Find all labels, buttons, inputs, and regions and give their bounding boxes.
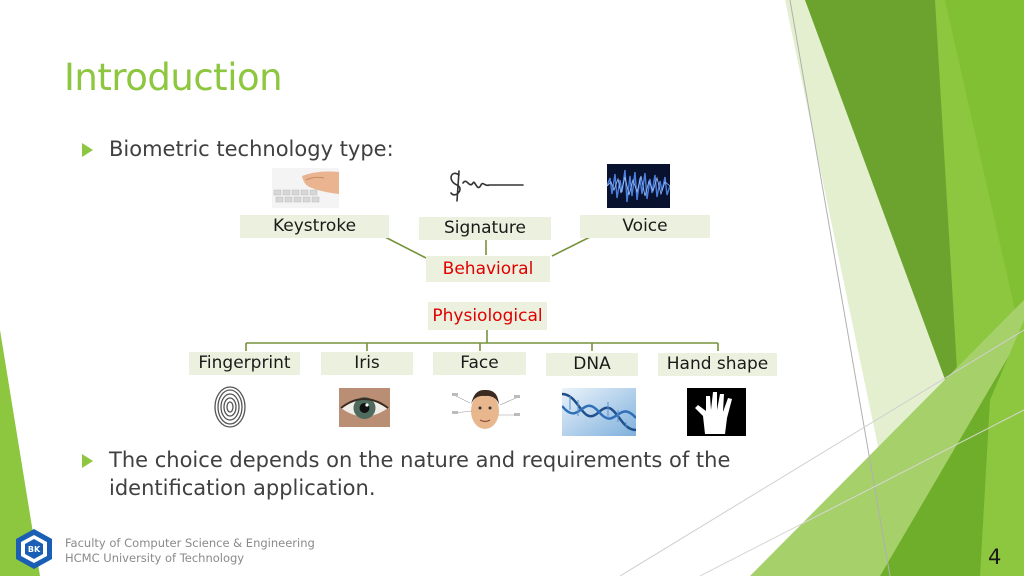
label-keystroke: Keystroke (240, 215, 389, 238)
label-behavioral: Behavioral (426, 256, 550, 282)
bullet-arrow-icon (82, 454, 93, 468)
label-hand-shape: Hand shape (658, 353, 777, 376)
label-voice: Voice (580, 215, 710, 238)
bullet-arrow-icon (82, 143, 93, 157)
footer-faculty: Faculty of Computer Science & Engineerin… (65, 536, 315, 550)
label-signature: Signature (419, 217, 551, 240)
signature-photo (445, 163, 527, 207)
bullet-text-line1: The choice depends on the nature and req… (109, 448, 731, 472)
soundwave-photo (607, 164, 670, 208)
eye-photo (339, 388, 390, 427)
label-physiological: Physiological (428, 302, 547, 330)
label-dna: DNA (546, 353, 638, 376)
label-face: Face (433, 352, 526, 375)
bullet-text-line2: identification application. (109, 476, 376, 500)
hand-photo (687, 388, 746, 436)
university-logo: BK (12, 527, 56, 571)
slide-title: Introduction (64, 56, 283, 99)
logo-text: BK (28, 545, 41, 554)
dna-photo (562, 388, 636, 436)
bullet-item: Biometric technology type: (82, 135, 682, 163)
bullet-text: Biometric technology type: (109, 137, 394, 161)
fingerprint-photo (212, 384, 248, 430)
keyboard-photo (272, 168, 339, 208)
bullet-item: The choice depends on the nature and req… (82, 446, 762, 502)
footer-university: HCMC University of Technology (65, 551, 245, 565)
label-fingerprint: Fingerprint (189, 352, 300, 375)
page-number: 4 (988, 545, 1002, 569)
face-photo (452, 385, 520, 435)
label-iris: Iris (321, 352, 413, 375)
